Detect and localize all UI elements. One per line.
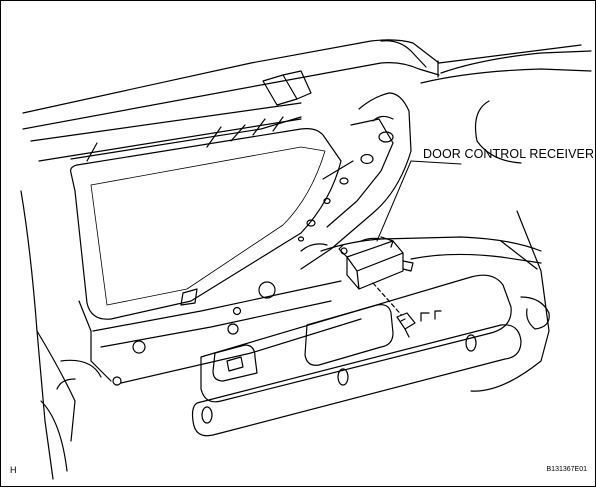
callout-leader-line <box>376 160 462 242</box>
install-direction-line <box>372 282 406 320</box>
roof-rail <box>30 102 302 162</box>
quarter-window <box>70 116 342 320</box>
lower-body-panel <box>60 280 362 386</box>
figure-code: B131367E01 <box>546 466 587 473</box>
roof-panel <box>22 39 592 130</box>
back-door-trim <box>200 274 512 403</box>
callout-label: DOOR CONTROL RECEIVER <box>423 147 595 161</box>
door-control-receiver-icon <box>338 236 414 290</box>
rear-pillar <box>297 92 412 270</box>
bolt-icon <box>396 312 416 338</box>
lower-slotted-bar <box>191 324 522 437</box>
corner-mark: H <box>10 465 17 475</box>
left-pillar <box>20 190 112 480</box>
